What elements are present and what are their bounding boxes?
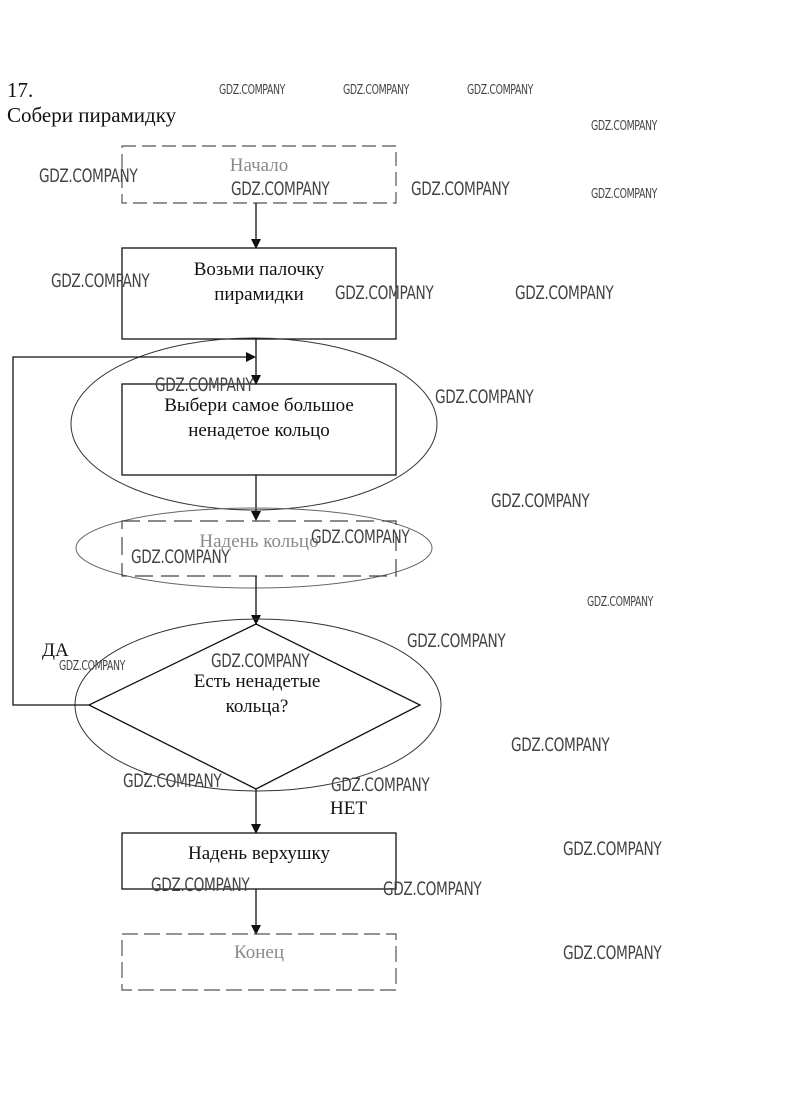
decision-label: Есть ненадетые кольца? (150, 669, 364, 719)
watermark: GDZ.COMPANY (591, 119, 658, 134)
watermark: GDZ.COMPANY (383, 878, 482, 900)
watermark: GDZ.COMPANY (131, 546, 230, 568)
end-box (121, 933, 397, 991)
watermark: GDZ.COMPANY (491, 490, 590, 512)
no-label: НЕТ (330, 798, 367, 819)
yes-label: ДА (42, 640, 69, 661)
choose-ring-label: Выбери самое большое ненадетое кольцо (122, 393, 396, 443)
watermark: GDZ.COMPANY (151, 874, 250, 896)
watermark: GDZ.COMPANY (467, 83, 534, 98)
take-stick-line1: Возьми палочку (193, 259, 325, 280)
choose-ring-box (121, 383, 397, 476)
watermark: GDZ.COMPANY (335, 282, 434, 304)
watermark: GDZ.COMPANY (219, 83, 286, 98)
watermark: GDZ.COMPANY (39, 165, 138, 187)
task-number: 17. (7, 78, 34, 102)
decision-line2: кольца? (225, 696, 289, 717)
choose-ring-line2: ненадетое кольцо (188, 420, 330, 441)
start-box (121, 145, 397, 204)
watermark: GDZ.COMPANY (511, 734, 610, 756)
task-title: Собери пирамидку (7, 103, 177, 127)
watermark: GDZ.COMPANY (591, 187, 658, 202)
watermark: GDZ.COMPANY (311, 526, 410, 548)
take-stick-box (121, 247, 397, 340)
watermark: GDZ.COMPANY (343, 83, 410, 98)
watermark: GDZ.COMPANY (411, 178, 510, 200)
choose-ring-ellipse (70, 337, 438, 511)
put-ring-label: Надень кольцо (199, 531, 319, 552)
yes-loop-line (12, 352, 256, 706)
watermark: GDZ.COMPANY (563, 942, 662, 964)
watermark: GDZ.COMPANY (331, 774, 430, 796)
start-label: Начало (229, 155, 289, 176)
watermark: GDZ.COMPANY (155, 374, 254, 396)
choose-ring-line1: Выбери самое большое (164, 395, 354, 416)
watermark: GDZ.COMPANY (515, 282, 614, 304)
put-ring-ellipse (75, 507, 433, 589)
watermark: GDZ.COMPANY (231, 178, 330, 200)
watermark: GDZ.COMPANY (59, 659, 126, 674)
watermark: GDZ.COMPANY (435, 386, 534, 408)
end-label: Конец (234, 942, 284, 963)
put-ring-box (121, 520, 397, 577)
watermark: GDZ.COMPANY (407, 630, 506, 652)
watermark: GDZ.COMPANY (211, 650, 310, 672)
watermark: GDZ.COMPANY (51, 270, 150, 292)
watermark: GDZ.COMPANY (587, 595, 654, 610)
take-stick-line2: пирамидки (214, 284, 304, 305)
decision-line1: Есть ненадетые (193, 671, 321, 692)
watermark: GDZ.COMPANY (123, 770, 222, 792)
watermark: GDZ.COMPANY (563, 838, 662, 860)
put-top-box (121, 832, 397, 890)
put-top-label: Надень верхушку (188, 843, 330, 864)
take-stick-label: Возьми палочку пирамидки (122, 257, 396, 307)
